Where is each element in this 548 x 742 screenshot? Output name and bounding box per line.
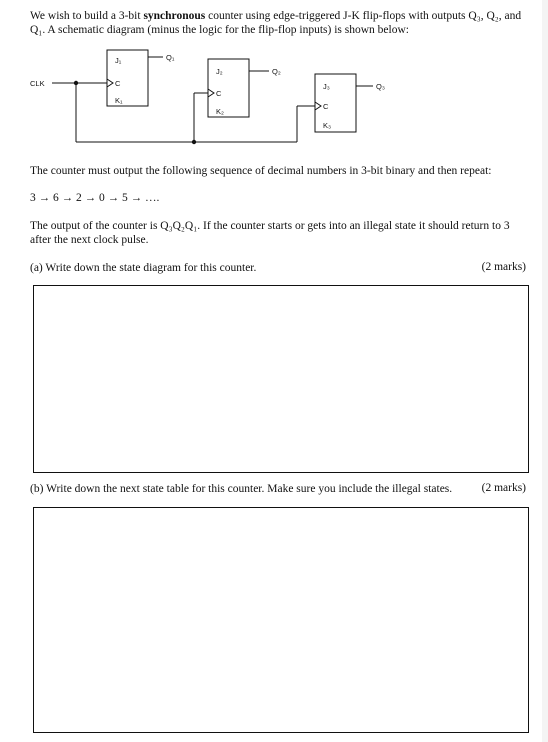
part-a-marks: (2 marks) <box>481 261 526 273</box>
ff3-q-label: Q₃ <box>376 82 385 91</box>
sequence: 3 → 6 → 2 → 0 → 5 → …. <box>30 192 160 204</box>
sequence-intro: The counter must output the following se… <box>30 165 492 177</box>
intro-text-2: counter using edge-triggered J-K flip-fl… <box>30 10 522 36</box>
output-note: The output of the counter is Q₃Q₂Q₁. If … <box>30 220 510 246</box>
ff1-c-label: C <box>115 79 121 88</box>
clk-label: CLK <box>30 79 45 88</box>
ff2-c-label: C <box>216 89 222 98</box>
part-b-question: (b) Write down the next state table for … <box>30 483 453 495</box>
intro-bold: synchronous <box>143 10 206 22</box>
ff2-j-label: J₂ <box>216 67 223 76</box>
scrollbar[interactable] <box>542 0 548 742</box>
intro-paragraph: We wish to build a 3-bit synchronous cou… <box>30 9 525 37</box>
flipflop-1 <box>106 49 149 107</box>
part-b-marks: (2 marks) <box>481 482 526 494</box>
ff1-k-label: K₁ <box>115 96 123 105</box>
part-a-question: (a) Write down the state diagram for thi… <box>30 262 257 274</box>
ff3-c-label: C <box>323 102 329 111</box>
part-b-answer-box[interactable] <box>33 507 529 733</box>
ff1-q-label: Q₁ <box>166 53 175 62</box>
ff3-k-label: K₃ <box>323 121 331 130</box>
flipflop-3 <box>314 73 357 133</box>
ff2-k-label: K₂ <box>216 107 224 116</box>
ff1-j-label: J₁ <box>115 56 122 65</box>
schematic-diagram: CLK J₁ C K₁ Q₁ J₂ C K₂ Q₂ J₃ C K₃ Q₃ <box>30 49 385 145</box>
ff2-q-label: Q₂ <box>272 67 281 76</box>
ff3-j-label: J₃ <box>323 82 330 91</box>
part-a-answer-box[interactable] <box>33 285 529 473</box>
intro-text-1: We wish to build a 3-bit <box>30 10 144 22</box>
flipflop-2 <box>207 58 250 118</box>
